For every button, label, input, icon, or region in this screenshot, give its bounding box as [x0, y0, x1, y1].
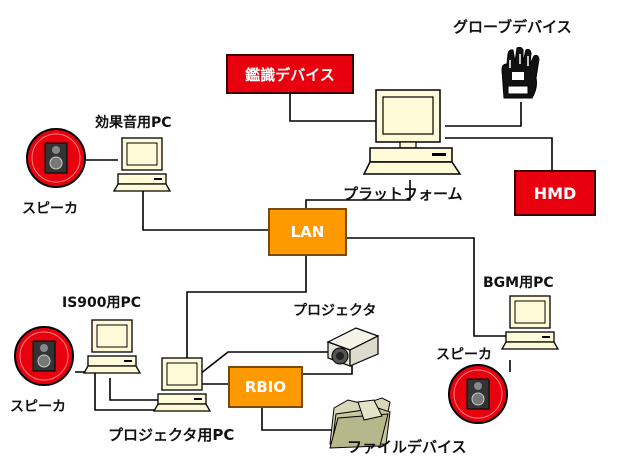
wire-kanshiki-platform — [289, 93, 378, 122]
is900-pc-computer-icon — [82, 319, 142, 374]
speaker-left-top-icon — [26, 128, 86, 188]
projector-pc-computer-icon — [152, 357, 212, 412]
bgm-pc-label: BGM用PC — [483, 275, 554, 291]
wire-speakerlb-projpc — [75, 371, 158, 411]
is900-pc-label: IS900用PC — [62, 295, 142, 311]
projector-pc-label: プロジェクタ用PC — [108, 426, 235, 444]
speaker-right-label: スピーカ — [436, 347, 492, 363]
wire-platform-lan — [305, 180, 411, 208]
speaker-left-bottom-label: スピーカ — [10, 399, 66, 415]
lan-hub-box: LAN — [268, 208, 347, 256]
wire-rbio-projector — [300, 362, 353, 375]
platform-label: プラットフォーム — [343, 185, 463, 203]
projector-icon — [326, 327, 380, 367]
platform-computer-icon — [362, 89, 462, 175]
speaker-left-top-label: スピーカ — [22, 201, 78, 217]
wire-is900-projpc — [109, 378, 158, 401]
glove-icon — [501, 46, 540, 99]
wire-projpc-projector — [199, 351, 330, 375]
wire-glove-platform — [445, 102, 522, 127]
folder-icon — [329, 397, 391, 449]
wire-rbio-file — [261, 404, 336, 431]
speaker-left-bottom-icon — [14, 326, 74, 386]
wire-lan-projpc — [186, 256, 307, 360]
hmd-box: HMD — [514, 170, 596, 216]
rbio-box: RBIO — [228, 366, 303, 408]
wire-platform-hmd — [445, 137, 553, 170]
glove-device-label: グローブデバイス — [453, 18, 572, 36]
wire-lan-bgmpc — [347, 237, 508, 337]
file-device-label: ファイルデバイス — [347, 438, 467, 456]
speaker-right-icon — [448, 364, 508, 424]
bgm-pc-computer-icon — [500, 295, 560, 350]
effect-pc-computer-icon — [112, 137, 172, 192]
wire-effectpc-lan — [142, 190, 268, 231]
effect-pc-label: 効果音用PC — [95, 115, 172, 131]
projector-label: プロジェクタ — [293, 303, 377, 319]
kanshiki-device-box: 鑑識デバイス — [226, 54, 354, 94]
